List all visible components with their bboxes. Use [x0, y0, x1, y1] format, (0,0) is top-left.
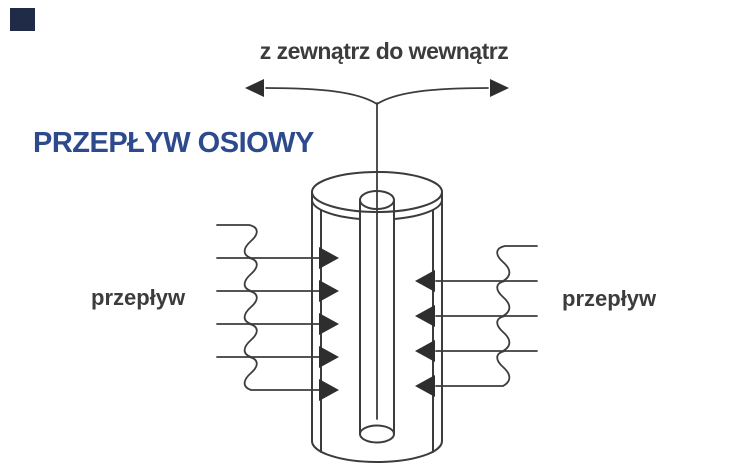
left-flow-lines	[216, 224, 339, 401]
diagram-title: PRZEPŁYW OSIOWY	[33, 127, 314, 159]
inflow-arrowhead-icon	[415, 270, 435, 292]
corner-decor-square	[10, 8, 35, 31]
right-flow-lines	[415, 245, 538, 397]
inflow-arrowhead-icon	[415, 375, 435, 397]
arrowhead-right-icon	[490, 79, 509, 97]
flow-label-right: przepływ	[562, 286, 657, 311]
inflow-arrowhead-icon	[319, 313, 339, 335]
inflow-arrowhead-icon	[319, 280, 339, 302]
inflow-arrowhead-icon	[319, 379, 339, 401]
inflow-arrowhead-icon	[319, 346, 339, 368]
arrowhead-left-icon	[245, 79, 264, 97]
inflow-arrowhead-icon	[319, 247, 339, 269]
inflow-arrowhead-icon	[415, 340, 435, 362]
outside-to-inside-arrow	[245, 79, 509, 105]
inflow-arrowhead-icon	[415, 305, 435, 327]
outside-to-inside-label: z zewnątrz do wewnątrz	[259, 38, 509, 64]
flow-label-left: przepływ	[91, 285, 186, 310]
core-channel-floor	[359, 424, 395, 444]
